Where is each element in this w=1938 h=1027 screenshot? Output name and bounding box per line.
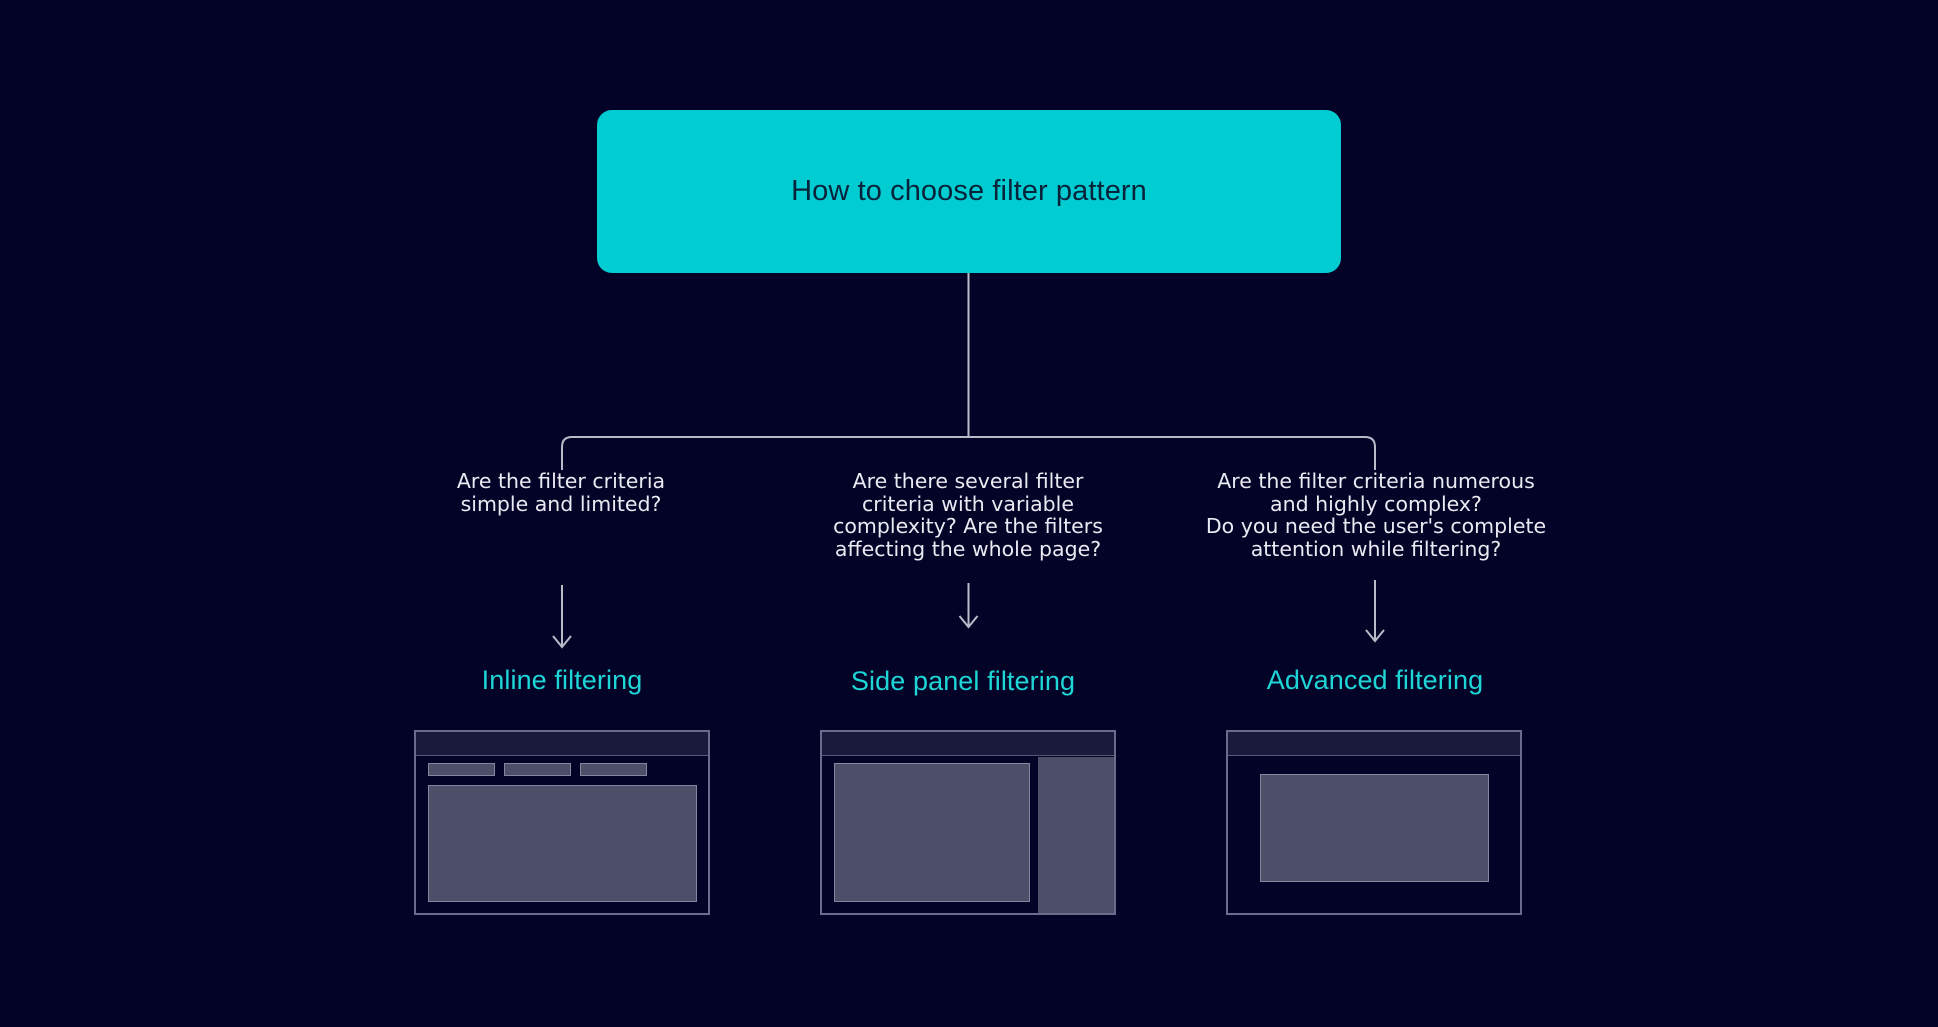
question-line: Do you need the user's complete: [1205, 514, 1547, 539]
question-line: complexity? Are the filters: [833, 514, 1103, 539]
advanced-filtering-mockup[interactable]: [1226, 730, 1522, 915]
question-text: Are the filter criteria simple and limit…: [371, 470, 751, 515]
result-label-inline[interactable]: Inline filtering: [481, 665, 643, 695]
mockup-header-bar: [416, 732, 708, 756]
mockup-content-area: [428, 785, 697, 902]
branch-question-side-panel: Are there several filter criteria with v…: [778, 470, 1158, 560]
question-text: Are there several filter criteria with v…: [778, 470, 1158, 560]
mockup-side-panel: [1038, 757, 1114, 913]
filter-chip[interactable]: [504, 763, 571, 776]
root-node-title: How to choose filter pattern: [791, 175, 1147, 207]
root-node[interactable]: How to choose filter pattern: [597, 110, 1341, 273]
mockup-content-area: [834, 763, 1030, 902]
question-line: simple and limited?: [460, 491, 662, 516]
mockup-modal-dialog: [1260, 774, 1489, 882]
inline-filtering-mockup[interactable]: [414, 730, 710, 915]
question-line: Are there several filter: [852, 469, 1084, 493]
side-panel-filtering-mockup[interactable]: [820, 730, 1116, 915]
result-label-side-panel[interactable]: Side panel filtering: [850, 666, 1076, 696]
question-line: criteria with variable: [862, 491, 1074, 516]
question-line: affecting the whole page?: [834, 536, 1102, 561]
question-line: Are the filter criteria numerous: [1217, 469, 1535, 493]
mockup-header-bar: [822, 732, 1114, 756]
mockup-header-bar: [1228, 732, 1520, 756]
question-line: and highly complex?: [1270, 491, 1482, 516]
branch-question-advanced: Are the filter criteria numerous and hig…: [1186, 470, 1566, 560]
result-label-advanced[interactable]: Advanced filtering: [1266, 665, 1484, 695]
question-line: attention while filtering?: [1250, 536, 1502, 561]
question-text: Are the filter criteria numerous and hig…: [1186, 470, 1566, 560]
branch-question-inline: Are the filter criteria simple and limit…: [371, 470, 751, 515]
filter-chip-row: [428, 763, 647, 776]
filter-chip[interactable]: [580, 763, 647, 776]
question-line: Are the filter criteria: [456, 469, 666, 493]
filter-chip[interactable]: [428, 763, 495, 776]
